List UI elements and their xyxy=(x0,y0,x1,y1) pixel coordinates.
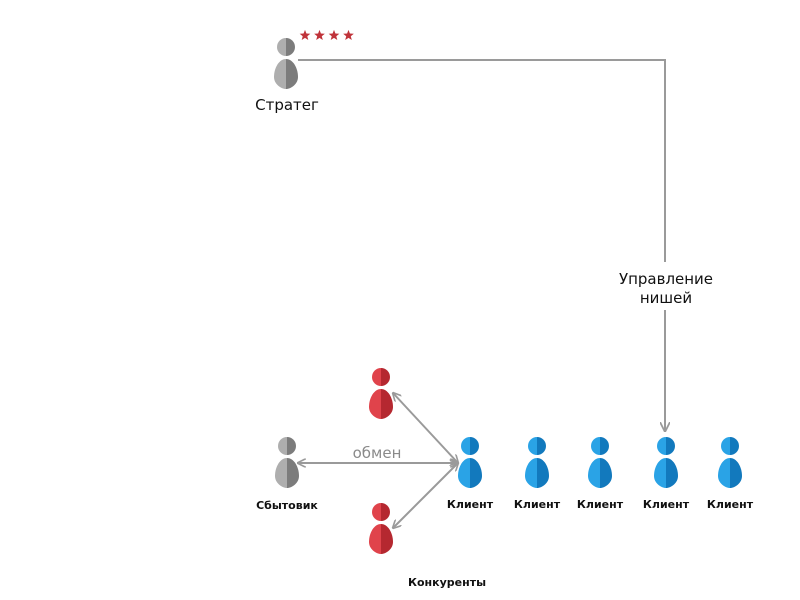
star-icon xyxy=(299,29,311,41)
client-label: Клиент xyxy=(447,498,494,511)
star-icon xyxy=(314,29,325,41)
client-label: Клиент xyxy=(643,498,690,511)
competitor-bottom-person-icon xyxy=(369,503,393,554)
seller-person-icon xyxy=(275,437,299,488)
manage-label-line2: нишей xyxy=(640,289,692,307)
client-person-icon-1 xyxy=(458,437,482,488)
strategist-label: Стратег xyxy=(255,96,319,114)
competitor-top-person-icon xyxy=(369,368,393,419)
client-person-icon-5 xyxy=(718,437,742,488)
competitor-top-arrow xyxy=(393,393,458,463)
competitors-label: Конкуренты xyxy=(408,576,486,589)
competitor-bottom-arrow xyxy=(393,463,458,528)
star-icon xyxy=(343,29,354,41)
client-label: Клиент xyxy=(514,498,561,511)
exchange-label: обмен xyxy=(353,444,402,462)
client-labels: Клиент Клиент Клиент Клиент Клиент xyxy=(447,498,754,511)
manage-label-line1: Управление xyxy=(619,270,713,288)
people-icons xyxy=(274,38,742,554)
client-label: Клиент xyxy=(577,498,624,511)
seller-label: Сбытовик xyxy=(256,499,318,512)
strategist-rating xyxy=(299,29,354,41)
star-icon xyxy=(328,29,340,41)
manage-connector xyxy=(298,59,666,262)
client-person-icon-2 xyxy=(525,437,549,488)
client-person-icon-4 xyxy=(654,437,678,488)
strategist-person-icon xyxy=(274,38,298,89)
client-person-icon-3 xyxy=(588,437,612,488)
client-label: Клиент xyxy=(707,498,754,511)
